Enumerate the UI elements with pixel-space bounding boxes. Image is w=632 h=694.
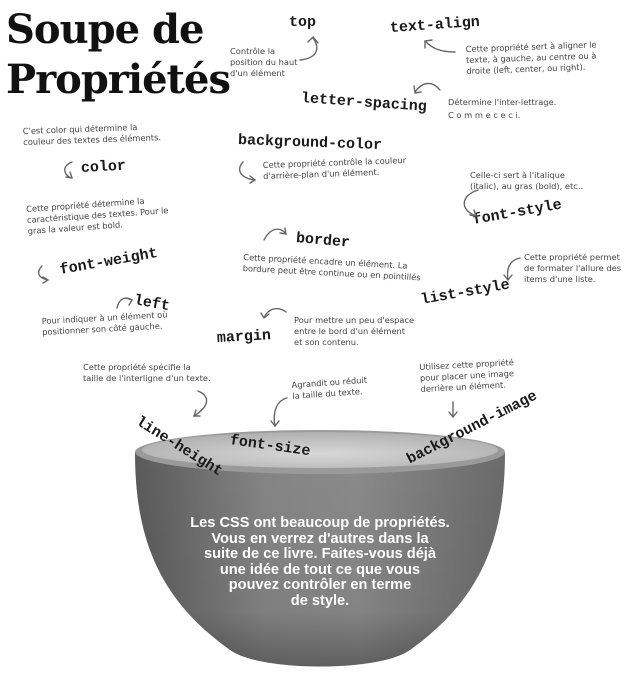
page-title-line2: Propriétés xyxy=(6,56,231,103)
bowl-message: Les CSS ont beaucoup de propriétés. Vous… xyxy=(190,515,450,609)
curved-arrow-icon xyxy=(37,35,521,428)
note-letter-spacing: Détermine l'inter-lettrage.C o m m e c e… xyxy=(448,97,557,121)
note-font-style: Celle-ci sert à l'italique(italic), au g… xyxy=(470,170,584,192)
property-top: top xyxy=(289,14,317,31)
page-title-line1: Soupe de xyxy=(6,6,204,53)
